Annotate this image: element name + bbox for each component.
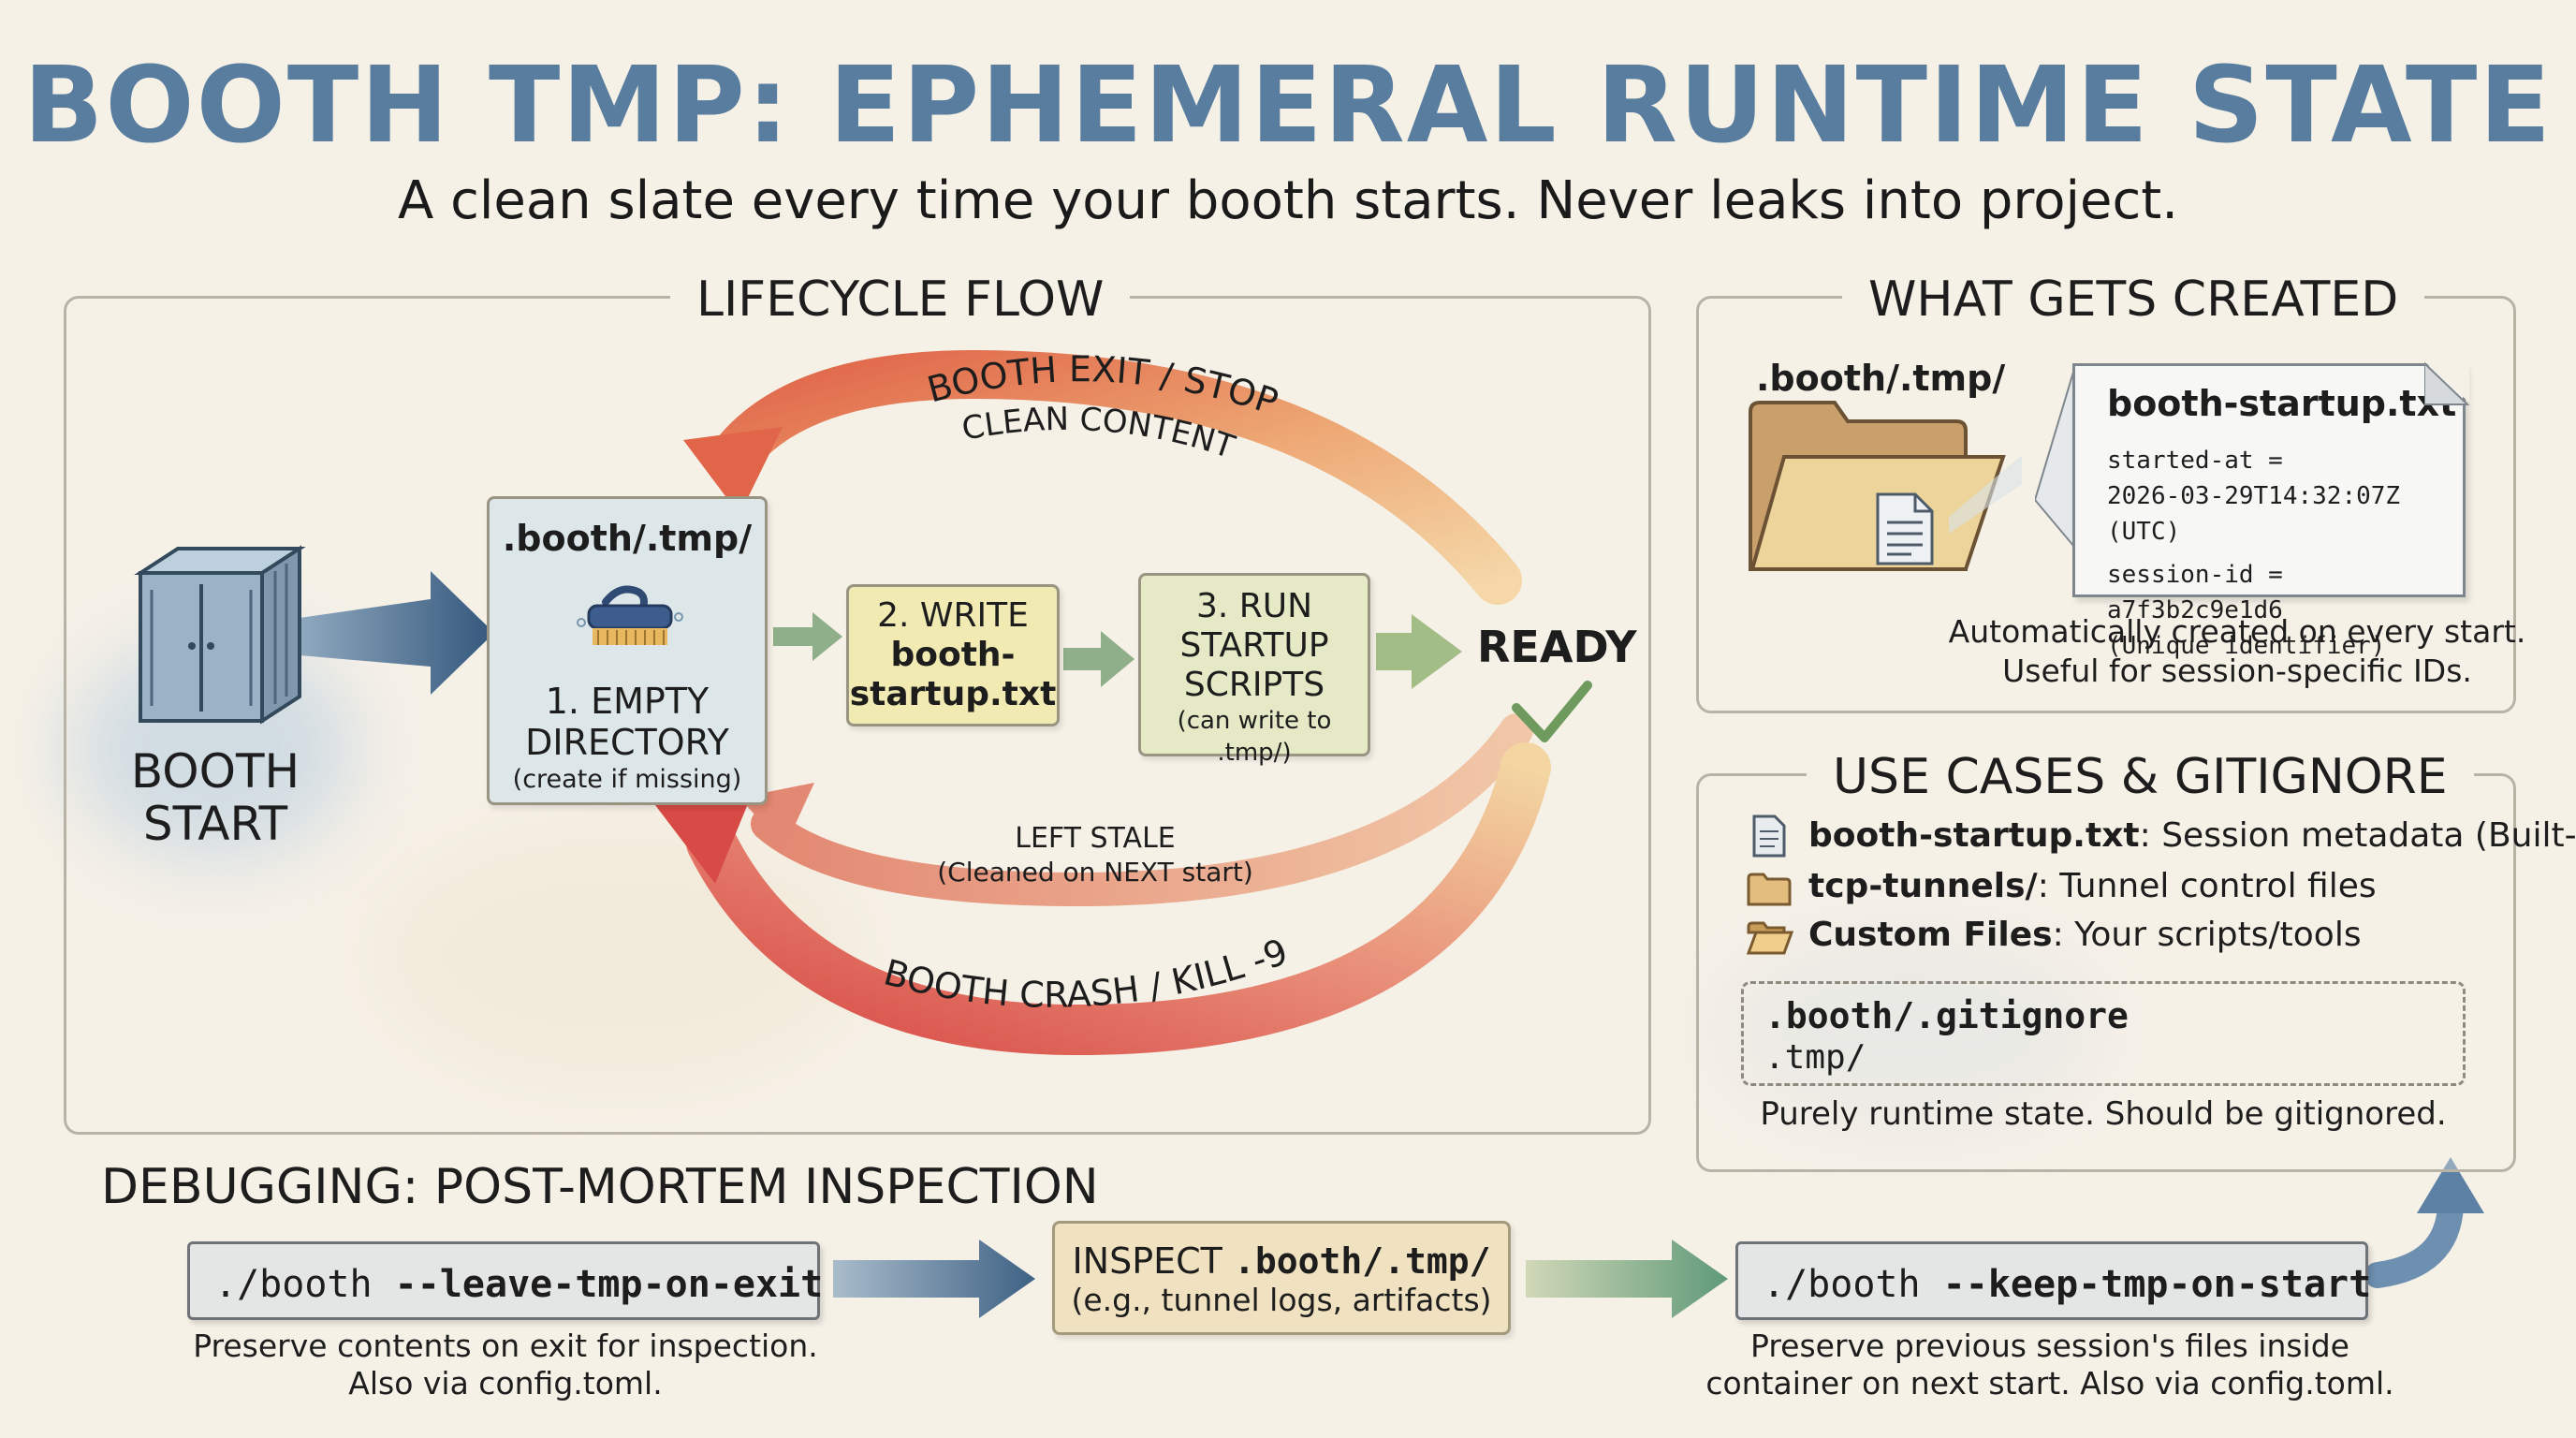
lifecycle-title: LIFECYCLE FLOW — [670, 271, 1131, 328]
usecase-item-1: booth-startup.txt: Session metadata (Bui… — [1808, 816, 2576, 855]
created-title: WHAT GETS CREATED — [1842, 271, 2425, 328]
usecase-desc-2: : Tunnel control files — [2037, 867, 2377, 905]
stale-label: LEFT STALE — [1015, 822, 1176, 855]
page-fold-icon — [2424, 361, 2469, 405]
gitignore-box: .booth/.gitignore .tmp/ — [1741, 981, 2466, 1086]
folder-small-icon — [1747, 873, 1792, 906]
startup-line4: (Unique identifier) — [2107, 632, 2386, 660]
startup-line1: started-at = — [2107, 447, 2283, 475]
page-title: BOOTH TMP: EPHEMERAL RUNTIME STATE — [23, 45, 2553, 167]
startup-file-contents: started-at = 2026-03-29T14:32:07Z (UTC) … — [2107, 443, 2463, 664]
file-icon — [1752, 814, 1786, 858]
usecase-desc-1: : Session metadata (Built-in) — [2139, 816, 2576, 855]
arrow-step2-step3 — [1063, 631, 1134, 687]
arrow-cmd2-usecases — [2364, 1193, 2464, 1288]
check-icon — [1512, 681, 1592, 742]
startup-file-name: booth-startup.txt — [2107, 383, 2457, 424]
crash-arrow — [686, 742, 1551, 1056]
step1-line1: 1. EMPTY — [545, 681, 710, 722]
created-caption-line2: Useful for session-specific IDs. — [2002, 653, 2472, 689]
usecase-name-3: Custom Files — [1808, 916, 2053, 954]
cmd1-caption-line2: Also via config.toml. — [348, 1365, 663, 1401]
step3-box: 3. RUN STARTUP SCRIPTS (can write to .tm… — [1138, 573, 1370, 767]
usecase-name-1: booth-startup.txt — [1808, 816, 2140, 855]
page-subtitle: A clean slate every time your booth star… — [397, 170, 2179, 231]
start-arrow — [300, 571, 494, 695]
inspect-line: INSPECT .booth/.tmp/ — [1055, 1240, 1508, 1282]
usecase-name-2: tcp-tunnels/ — [1808, 867, 2038, 905]
startup-line2: 2026-03-29T14:32:07Z (UTC) — [2107, 482, 2401, 546]
step2-box: 2. WRITE booth- startup.txt — [846, 584, 1060, 726]
step3-line1: 3. RUN — [1195, 587, 1313, 625]
cmd2-prefix: ./booth — [1763, 1263, 1943, 1306]
stale-arrow — [751, 713, 1533, 907]
arrow-cmd2-usecases-head — [2417, 1157, 2484, 1213]
document-icon — [1876, 492, 1934, 565]
step3-note: (can write to .tmp/) — [1177, 707, 1332, 767]
arrow-step3-ready — [1376, 614, 1462, 689]
usecase-item-3: Custom Files: Your scripts/tools — [1808, 916, 2362, 954]
gitignore-file: .booth/.gitignore — [1764, 995, 2129, 1036]
step2-line3: startup.txt — [849, 675, 1057, 713]
arrow-inspect-cmd2 — [1526, 1240, 1728, 1318]
ready-label: READY — [1477, 622, 1637, 672]
cmd1-flag: --leave-tmp-on-exit — [394, 1263, 824, 1306]
cmd2-caption: Preserve previous session's files inside… — [1666, 1328, 2434, 1402]
container-icon — [134, 545, 306, 725]
arrow-cmd1-inspect — [833, 1240, 1035, 1318]
usecases-title: USE CASES & GITIGNORE — [1807, 749, 2474, 805]
gitignore-entry: .tmp/ — [1764, 1038, 1866, 1077]
leave-tmp-command[interactable]: ./booth --leave-tmp-on-exit — [187, 1241, 823, 1320]
startup-file-card: booth-startup.txt started-at = 2026-03-2… — [2072, 363, 2466, 660]
step2-line1: 2. WRITE — [877, 596, 1029, 635]
debugging-title: DEBUGGING: POST-MORTEM INSPECTION — [101, 1159, 1099, 1215]
tmp-dir-label: .booth/.tmp/ — [502, 518, 753, 559]
keep-tmp-command[interactable]: ./booth --keep-tmp-on-start — [1735, 1241, 2371, 1320]
inspect-prefix: INSPECT — [1072, 1240, 1234, 1282]
exit-arrow — [715, 349, 1522, 605]
cmd1-caption-line1: Preserve contents on exit for inspection… — [193, 1328, 818, 1364]
step1-line2: DIRECTORY — [525, 722, 729, 763]
usecase-desc-3: : Your scripts/tools — [2052, 916, 2362, 954]
stale-label-group: LEFT STALE (Cleaned on NEXT start) — [927, 822, 1264, 889]
brush-icon — [577, 585, 683, 645]
step1-label: 1. EMPTY DIRECTORY — [490, 681, 765, 763]
startup-line3: session-id = a7f3b2c9e1d6 — [2107, 561, 2283, 624]
cmd2-caption-line2: container on next start. Also via config… — [1705, 1365, 2394, 1401]
booth-start-label: BOOTH START — [112, 745, 318, 850]
usecases-panel — [1696, 773, 2516, 1172]
inspect-note: (e.g., tunnel logs, artifacts) — [1071, 1282, 1492, 1318]
folder-open-icon — [1747, 921, 1793, 955]
crash-arrow-head — [655, 801, 749, 884]
step1-box: .booth/.tmp/ 1. EMPTY DIRECTORY (create … — [487, 496, 768, 805]
step3-line2: STARTUP — [1179, 626, 1329, 665]
blue-wash-right — [1722, 936, 2097, 1123]
usecase-item-2: tcp-tunnels/: Tunnel control files — [1808, 867, 2377, 905]
usecases-caption: Purely runtime state. Should be gitignor… — [1760, 1095, 2447, 1133]
step1-note: (create if missing) — [512, 765, 742, 794]
inspect-path: .booth/.tmp/ — [1233, 1240, 1491, 1282]
cmd2-caption-line1: Preserve previous session's files inside — [1750, 1328, 2349, 1364]
created-caption-line1: Automatically created on every start. — [1948, 613, 2526, 650]
cmd1-prefix: ./booth — [214, 1263, 395, 1306]
folder-label: .booth/.tmp/ — [1756, 358, 2006, 399]
step2-line2: booth- — [890, 636, 1016, 674]
booth-start-line1: BOOTH — [130, 744, 300, 799]
stale-sublabel: (Cleaned on NEXT start) — [937, 857, 1253, 888]
arrow-step1-step2 — [773, 612, 842, 661]
cmd2-flag: --keep-tmp-on-start — [1942, 1263, 2372, 1306]
callout-pointer — [2035, 368, 2074, 549]
step3-line3: SCRIPTS — [1183, 666, 1325, 704]
booth-start-line2: START — [142, 797, 288, 851]
inspect-box: INSPECT .booth/.tmp/ (e.g., tunnel logs,… — [1052, 1221, 1511, 1335]
created-caption: Automatically created on every start. Us… — [1947, 612, 2527, 691]
exit-arrow-head — [683, 427, 783, 515]
cmd1-caption: Preserve contents on exit for inspection… — [150, 1328, 861, 1402]
